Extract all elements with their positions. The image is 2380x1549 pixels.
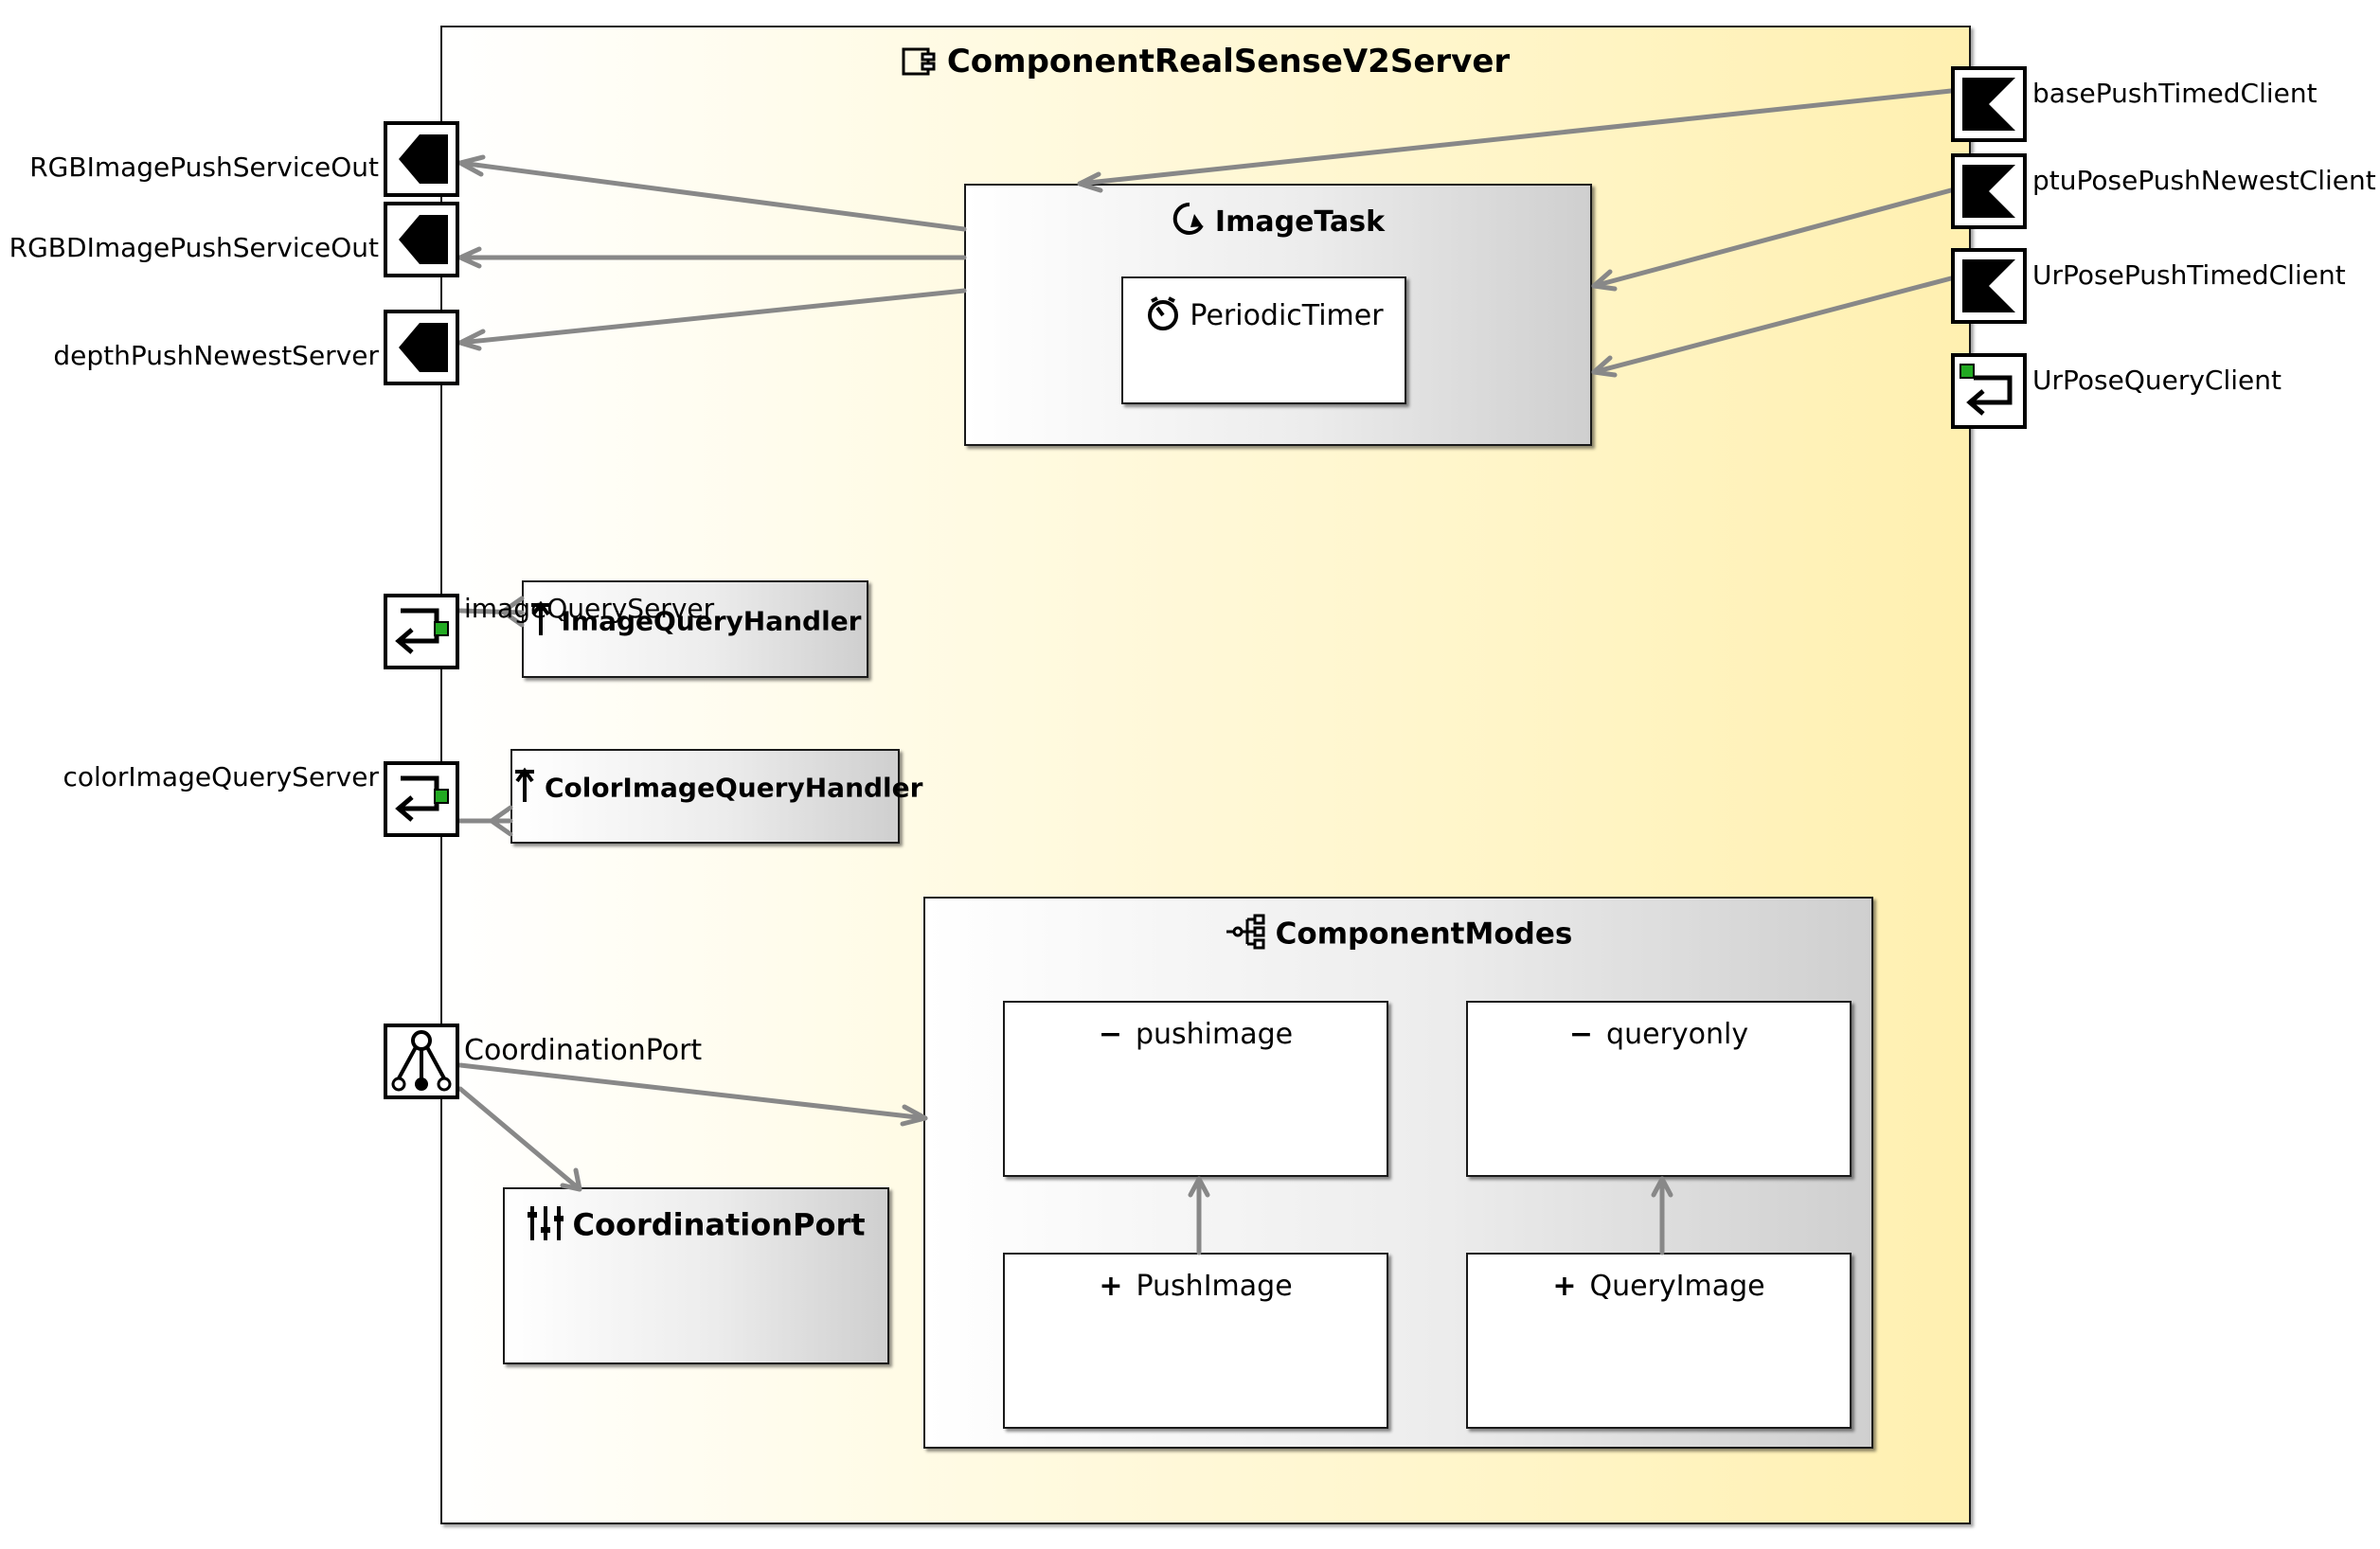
- mode-row-query-image: + QueryImage: [1468, 1270, 1850, 1304]
- image-query-handler-row: ImageQueryHandler: [524, 599, 867, 646]
- image-task-title-row: ImageTask: [966, 201, 1590, 245]
- image-query-handler-box[interactable]: ImageQueryHandler: [522, 580, 868, 678]
- mode-box-push-image[interactable]: + PushImage: [1003, 1253, 1388, 1429]
- mode-box-queryonly[interactable]: −queryonly: [1466, 1001, 1852, 1177]
- task-icon: [1172, 201, 1208, 245]
- port-rgb-image-push-service-out[interactable]: [384, 121, 459, 197]
- coordination-port-box-label: CoordinationPort: [572, 1206, 866, 1243]
- mode-label-query-image: QueryImage: [1589, 1270, 1765, 1303]
- minus-icon: −: [1568, 1018, 1594, 1051]
- periodic-timer-row: PeriodicTimer: [1123, 294, 1405, 340]
- push-server-port-icon: [399, 215, 448, 264]
- push-client-port-icon: [1962, 165, 2015, 218]
- minus-icon: −: [1098, 1018, 1122, 1051]
- port-base-push-timed-client[interactable]: [1951, 66, 2027, 142]
- periodic-timer-label: PeriodicTimer: [1190, 299, 1384, 332]
- component-title: ComponentRealSenseV2Server: [946, 43, 1511, 80]
- mode-label-push-image: PushImage: [1136, 1270, 1293, 1303]
- component-modes-title-row: ComponentModes: [925, 914, 1871, 957]
- port-label-rgbd-image-push-service-out: RGBDImagePushServiceOut: [9, 232, 379, 263]
- handler-icon: [528, 599, 553, 646]
- mode-row-queryonly: −queryonly: [1468, 1018, 1850, 1052]
- mode-box-query-image[interactable]: + QueryImage: [1466, 1253, 1852, 1429]
- port-label-ptu-pose-push-newest-client: ptuPosePushNewestClient: [2032, 165, 2376, 196]
- push-client-port-icon: [1962, 78, 2015, 131]
- handler-icon: [512, 766, 537, 812]
- port-label-ur-pose-push-timed-client: UrPosePushTimedClient: [2032, 259, 2346, 291]
- plus-icon: +: [1552, 1270, 1577, 1303]
- timer-icon: [1144, 294, 1182, 340]
- coordination-sliders-icon: [527, 1202, 564, 1251]
- color-image-query-handler-label: ColorImageQueryHandler: [545, 772, 923, 804]
- periodic-timer-box[interactable]: PeriodicTimer: [1121, 276, 1406, 404]
- port-color-image-query-server[interactable]: [384, 761, 459, 837]
- mode-label-queryonly: queryonly: [1606, 1018, 1749, 1051]
- port-ur-pose-query-client[interactable]: [1951, 353, 2027, 429]
- port-label-color-image-query-server: colorImageQueryServer: [63, 761, 379, 792]
- component-modes-title: ComponentModes: [1275, 917, 1573, 952]
- port-label-base-push-timed-client: basePushTimedClient: [2032, 78, 2317, 109]
- coordination-port-box[interactable]: CoordinationPort: [503, 1187, 889, 1364]
- image-task-box[interactable]: ImageTask PeriodicTimer: [964, 184, 1592, 446]
- mode-label-pushimage: pushimage: [1135, 1018, 1294, 1051]
- mode-row-pushimage: −pushimage: [1005, 1018, 1387, 1052]
- port-coordination[interactable]: [384, 1024, 459, 1099]
- port-rgbd-image-push-service-out[interactable]: [384, 202, 459, 277]
- port-label-coordination: CoordinationPort: [464, 1034, 703, 1067]
- port-depth-push-newest-server[interactable]: [384, 310, 459, 385]
- mode-box-pushimage[interactable]: −pushimage: [1003, 1001, 1388, 1177]
- image-query-handler-label: ImageQueryHandler: [561, 605, 862, 637]
- modes-tree-icon: [1225, 914, 1268, 957]
- port-ptu-pose-push-newest-client[interactable]: [1951, 153, 2027, 229]
- image-task-title: ImageTask: [1214, 205, 1386, 239]
- port-label-image-query-server: imageQueryServer: [464, 593, 715, 624]
- color-image-query-handler-row: ColorImageQueryHandler: [512, 766, 922, 812]
- plus-icon: +: [1099, 1270, 1123, 1303]
- component-title-row: ComponentRealSenseV2Server: [442, 43, 1969, 84]
- push-client-port-icon: [1962, 259, 2015, 312]
- mode-row-push-image: + PushImage: [1005, 1270, 1387, 1304]
- port-label-depth-push-newest-server: depthPushNewestServer: [53, 340, 379, 371]
- coordination-port-box-row: CoordinationPort: [505, 1202, 887, 1251]
- push-server-port-icon: [399, 134, 448, 184]
- port-ur-pose-push-timed-client[interactable]: [1951, 248, 2027, 324]
- port-image-query-server[interactable]: [384, 594, 459, 669]
- port-label-rgb-image-push-service-out: RGBImagePushServiceOut: [29, 151, 379, 183]
- query-server-port-icon: [395, 608, 449, 654]
- query-client-port-icon: [1959, 364, 2013, 416]
- component-icon: [902, 46, 938, 84]
- push-server-port-icon: [399, 323, 448, 372]
- color-image-query-handler-box[interactable]: ColorImageQueryHandler: [510, 749, 922, 844]
- coordination-port-icon: [391, 1030, 452, 1092]
- port-label-ur-pose-query-client: UrPoseQueryClient: [2032, 365, 2282, 396]
- query-server-port-icon: [395, 775, 449, 822]
